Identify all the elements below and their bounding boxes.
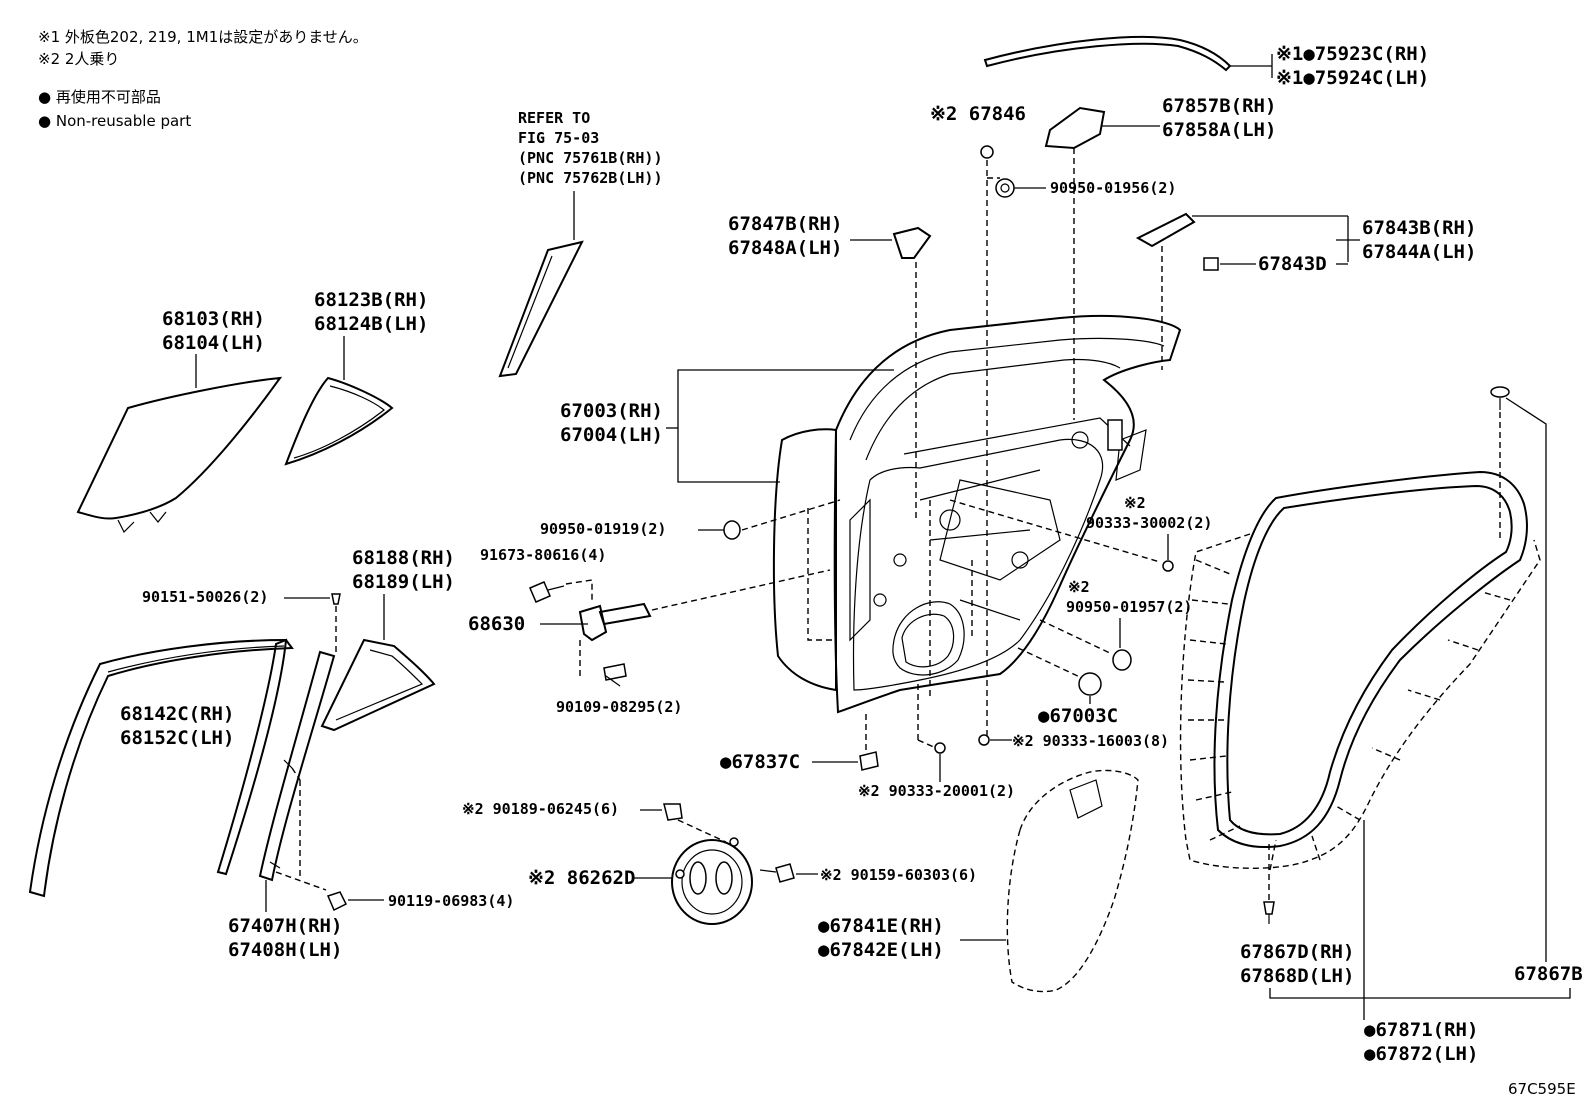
label-67867b: 67867B bbox=[1514, 963, 1583, 985]
label-75924c: ※1●75924C(LH) bbox=[1276, 67, 1429, 89]
note-2: ※2 2人乗り bbox=[38, 50, 119, 68]
label-67841e: ●67841E(RH) bbox=[818, 915, 944, 937]
label-68103: 68103(RH) bbox=[162, 308, 265, 330]
label-90950-01957: 90950-01957(2) bbox=[1066, 598, 1192, 616]
division-bar-ref-inner bbox=[507, 255, 553, 369]
note-1: ※1 外板色202, 219, 1M1は設定がありません。 bbox=[38, 28, 368, 46]
plug-67003c bbox=[1078, 672, 1102, 696]
label-90333-30002: 90333-30002(2) bbox=[1086, 514, 1212, 532]
refer-line-4: (PNC 75762B(LH)) bbox=[518, 169, 663, 187]
label-67843d: 67843D bbox=[1258, 253, 1327, 275]
refer-line-1: REFER TO bbox=[518, 109, 590, 127]
label-67846: ※2 67846 bbox=[930, 103, 1026, 125]
label-67842e: ●67842E(LH) bbox=[818, 939, 944, 961]
grommet-90950-01957 bbox=[1112, 649, 1132, 671]
mark-90950-01957: ※2 bbox=[1068, 578, 1090, 596]
clip-67867b bbox=[1490, 386, 1510, 398]
label-68152c: 68152C(LH) bbox=[120, 727, 234, 749]
door-panel-67003 bbox=[772, 314, 1182, 714]
label-90950-01919: 90950-01919(2) bbox=[540, 520, 666, 538]
glass-68123b bbox=[284, 376, 394, 466]
clip-90333-16003 bbox=[978, 734, 990, 746]
label-91673-80616: 91673-80616(4) bbox=[480, 546, 606, 564]
belt-molding-part bbox=[983, 35, 1232, 72]
glass-68103 bbox=[76, 376, 283, 520]
door-outer-skin bbox=[772, 428, 837, 692]
clip-67837c bbox=[859, 751, 879, 771]
clip-90333-30002 bbox=[1162, 560, 1174, 572]
clip-67846 bbox=[980, 145, 994, 159]
bolt-90119-06983 bbox=[326, 891, 348, 912]
mark-90333-30002: ※2 bbox=[1124, 494, 1146, 512]
label-90119-06983: 90119-06983(4) bbox=[388, 892, 514, 910]
label-67847b: 67847B(RH) bbox=[728, 213, 842, 235]
refer-line-3: (PNC 75761B(RH)) bbox=[518, 149, 663, 167]
clip-67867d bbox=[1263, 901, 1275, 915]
door-frame bbox=[833, 314, 1182, 714]
door-service-hole bbox=[892, 601, 965, 676]
label-68104: 68104(LH) bbox=[162, 332, 265, 354]
label-90333-20001: ※2 90333-20001(2) bbox=[858, 782, 1015, 800]
clip-90333-20001 bbox=[934, 742, 946, 754]
label-90189-06245: ※2 90189-06245(6) bbox=[462, 800, 619, 818]
label-67844a: 67844A(LH) bbox=[1362, 241, 1476, 263]
screw-90151-50026 bbox=[331, 593, 341, 605]
label-67858a: 67858A(LH) bbox=[1162, 119, 1276, 141]
label-68123b: 68123B(RH) bbox=[314, 289, 428, 311]
speaker-86262d bbox=[671, 837, 753, 925]
label-67408h: 67408H(LH) bbox=[228, 939, 342, 961]
bolt-91673-80616 bbox=[529, 581, 551, 603]
label-67848a: 67848A(LH) bbox=[728, 237, 842, 259]
label-68630: 68630 bbox=[468, 613, 525, 635]
label-90950-01956: 90950-01956(2) bbox=[1050, 179, 1176, 197]
label-67868d: 67868D(LH) bbox=[1240, 965, 1354, 987]
label-67871: ●67871(RH) bbox=[1364, 1019, 1478, 1041]
bolt-90109-08295 bbox=[603, 663, 627, 681]
label-90159-60303: ※2 90159-60303(6) bbox=[820, 866, 977, 884]
door-regulator bbox=[939, 479, 1061, 581]
label-75923c: ※1●75923C(RH) bbox=[1276, 43, 1429, 65]
division-bar-ref-part bbox=[498, 240, 584, 378]
door-check-68630 bbox=[578, 604, 608, 642]
label-67857b: 67857B(RH) bbox=[1162, 95, 1276, 117]
door-inner-panel bbox=[852, 438, 1104, 691]
screw-90159-60303 bbox=[775, 863, 795, 883]
label-67004: 67004(LH) bbox=[560, 424, 663, 446]
grommet-90950-01919 bbox=[723, 520, 741, 540]
label-67867d: 67867D(RH) bbox=[1240, 941, 1354, 963]
weatherstrip-dash-outline bbox=[1179, 533, 1541, 869]
label-67843b: 67843B(RH) bbox=[1362, 217, 1476, 239]
label-67872: ●67872(LH) bbox=[1364, 1043, 1478, 1065]
run-channel-68142c bbox=[28, 638, 294, 898]
label-68124b: 68124B(LH) bbox=[314, 313, 428, 335]
label-67003c: ●67003C bbox=[1038, 705, 1118, 727]
refer-line-2: FIG 75-03 bbox=[518, 129, 599, 147]
bracket-67843b bbox=[1135, 212, 1196, 248]
label-90109-08295: 90109-08295(2) bbox=[556, 698, 682, 716]
bracket-67847b bbox=[892, 226, 932, 259]
label-67003: 67003(RH) bbox=[560, 400, 663, 422]
label-86262d: ※2 86262D bbox=[528, 867, 635, 889]
door-bracket-leader bbox=[677, 369, 894, 483]
label-68188: 68188(RH) bbox=[352, 547, 455, 569]
label-90333-16003: ※2 90333-16003(8) bbox=[1012, 732, 1169, 750]
label-67407h: 67407H(RH) bbox=[228, 915, 342, 937]
quarter-glass-68188 bbox=[320, 638, 436, 732]
legend-japanese: ● 再使用不可部品 bbox=[38, 88, 161, 106]
label-68142c: 68142C(RH) bbox=[120, 703, 234, 725]
division-bar-67407h bbox=[258, 650, 336, 882]
grommet-90950-01956 bbox=[995, 178, 1015, 198]
nut-90189-06245 bbox=[663, 803, 683, 821]
label-68189: 68189(LH) bbox=[352, 571, 455, 593]
service-cover-67841e bbox=[1006, 769, 1139, 993]
clip-67843d bbox=[1203, 257, 1219, 271]
weatherstrip-67871 bbox=[1213, 470, 1528, 848]
figure-id: 67C595E bbox=[1508, 1080, 1576, 1098]
label-90151-50026: 90151-50026(2) bbox=[142, 588, 268, 606]
label-67837c: ●67837C bbox=[720, 751, 800, 773]
bracket-67857b bbox=[1044, 106, 1106, 150]
legend-english: ● Non-reusable part bbox=[38, 112, 191, 130]
